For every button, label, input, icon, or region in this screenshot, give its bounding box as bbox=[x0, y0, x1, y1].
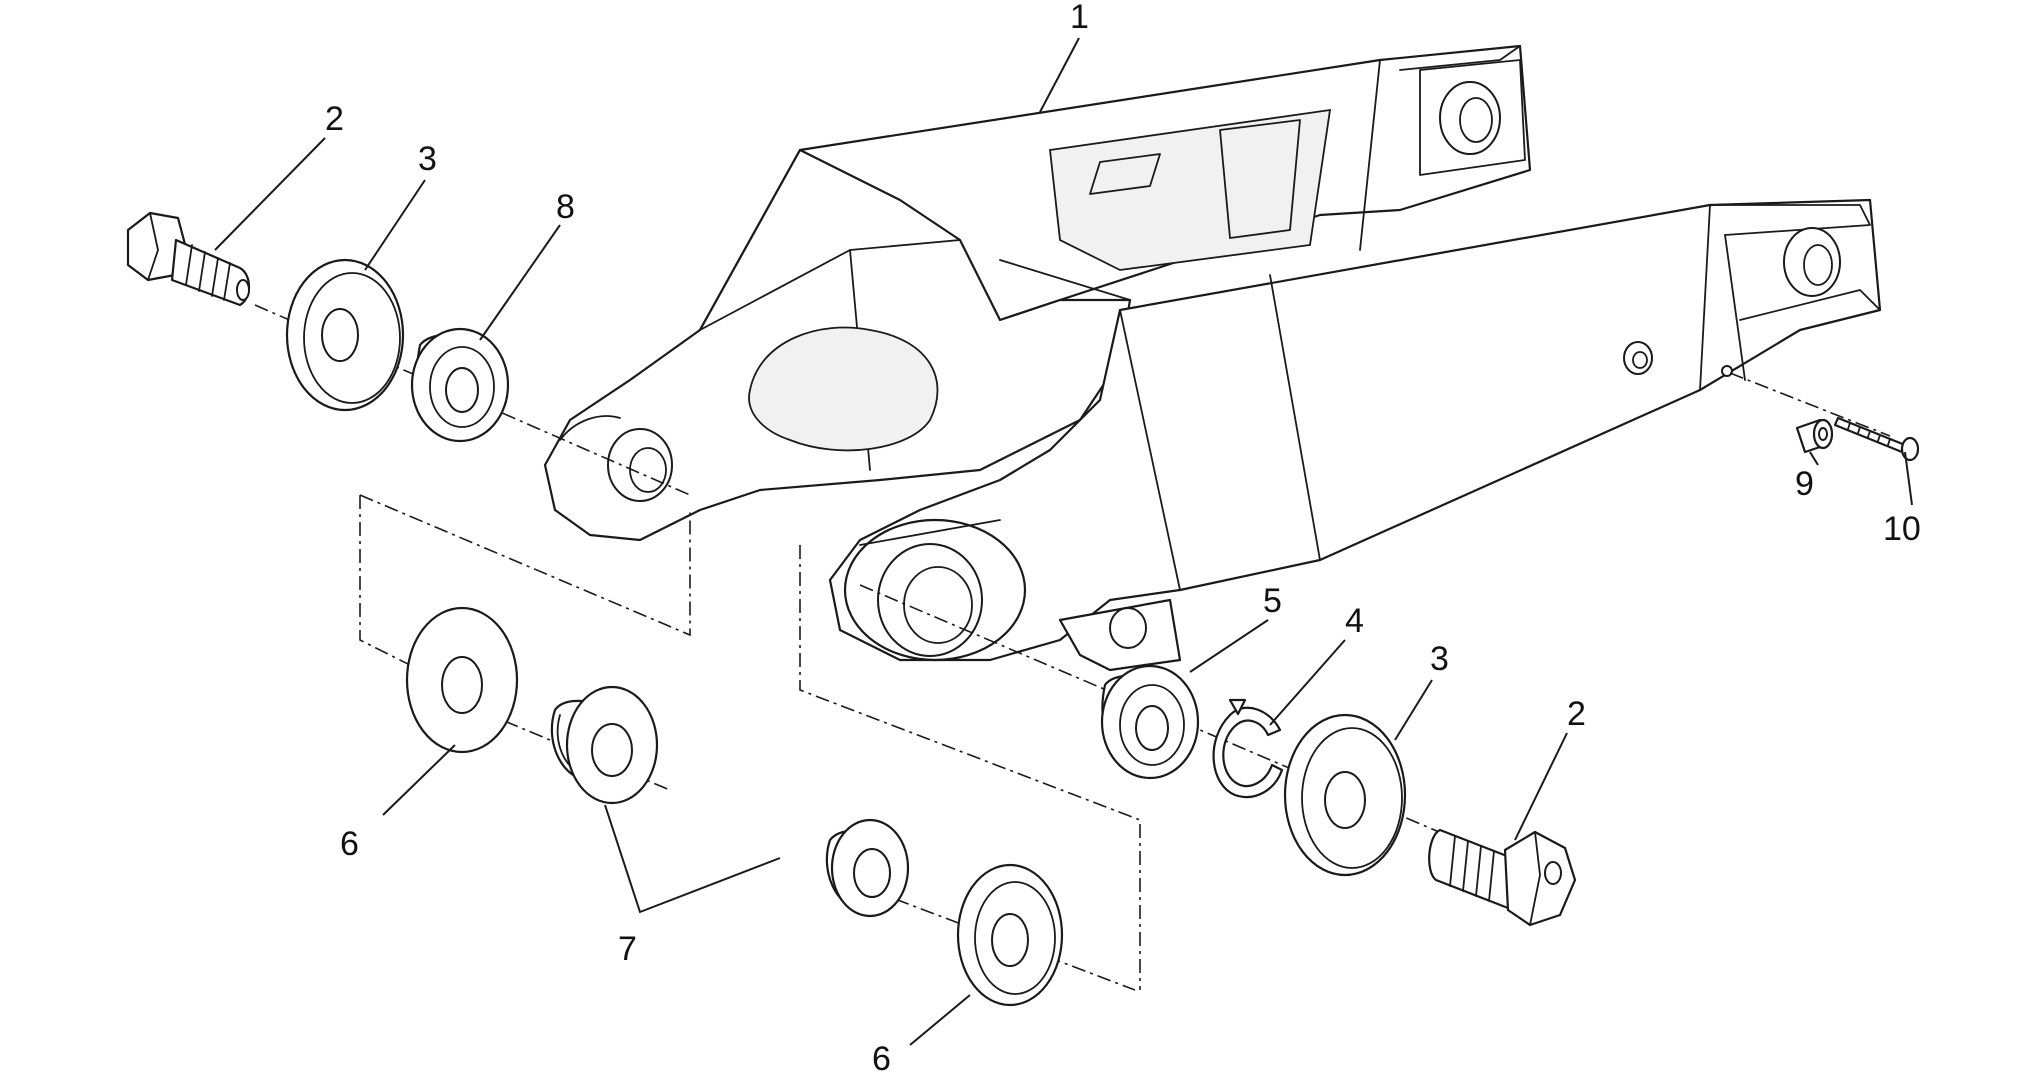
callout-2-right: 2 bbox=[1567, 695, 1586, 733]
bushing-upper bbox=[550, 685, 659, 805]
bearing-right bbox=[1100, 664, 1200, 780]
callout-2-upper-left: 2 bbox=[325, 100, 344, 138]
spacer-small bbox=[1795, 418, 1834, 454]
callout-3-right: 3 bbox=[1430, 640, 1449, 678]
leader-lines bbox=[214, 37, 1913, 1046]
washer-upper-left bbox=[285, 258, 405, 412]
callout-8: 8 bbox=[556, 188, 575, 226]
callout-10: 10 bbox=[1883, 510, 1921, 548]
callout-3-upper-left: 3 bbox=[418, 140, 437, 178]
callout-6-bottom: 6 bbox=[872, 1040, 891, 1078]
washer-lower-right bbox=[956, 863, 1064, 1007]
washer-right bbox=[1283, 713, 1407, 877]
callout-4: 4 bbox=[1345, 602, 1364, 640]
circlip bbox=[1212, 698, 1284, 799]
bearing-upper bbox=[410, 327, 510, 443]
swingarm bbox=[543, 44, 1882, 672]
callout-1: 1 bbox=[1070, 0, 1089, 36]
washer-lower-left bbox=[405, 606, 519, 754]
callout-labels: 1 2 3 8 6 7 6 5 4 3 2 9 10 bbox=[325, 0, 1921, 1078]
callout-6-left: 6 bbox=[340, 825, 359, 863]
callout-9: 9 bbox=[1795, 465, 1814, 503]
callout-7: 7 bbox=[618, 930, 637, 968]
bolt-right bbox=[1428, 828, 1577, 927]
bolt-upper-left bbox=[126, 211, 251, 307]
callout-5: 5 bbox=[1263, 582, 1282, 620]
bushing-lower bbox=[825, 818, 910, 918]
